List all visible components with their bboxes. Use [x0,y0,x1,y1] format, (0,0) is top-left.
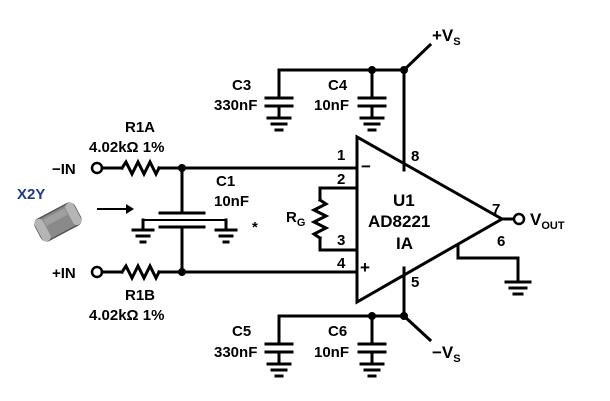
positive-supply-label: +VS [432,26,461,48]
rg-label: RG [286,209,305,229]
inverting-input-sign: − [361,157,371,176]
c1-ref: C1 [216,173,235,190]
pin-1: 1 [337,147,345,164]
pin-5: 5 [411,274,419,291]
r1a-value: 4.02kΩ 1% [89,139,164,156]
reference-pin-ground [456,243,532,296]
x2y-component: X2Y [17,186,134,242]
capacitor-c5: C5 330nF [214,314,294,378]
positive-input-net: +IN R1B 4.02kΩ 1% [52,262,359,324]
capacitor-c6: C6 10nF [314,314,387,378]
capacitor-c3: C3 330nF [214,68,294,132]
c3-ref: C3 [232,77,251,94]
c6-value: 10nF [314,344,349,361]
output-net: VOUT [500,210,565,232]
asterisk-note: * [252,219,258,236]
noninverting-input-sign: + [360,258,370,277]
amplifier-ref: U1 [393,191,415,210]
r1b-value: 4.02kΩ 1% [89,307,164,324]
r1a-ref: R1A [125,119,155,136]
negative-supply-net: −VS [277,266,461,365]
r1b-ref: R1B [125,287,155,304]
pin-2: 2 [337,171,345,188]
neg-input-label: −IN [52,161,76,178]
c4-ref: C4 [328,77,348,94]
pin-8: 8 [411,148,419,165]
capacitor-c4: C4 10nF [314,68,387,132]
pin-4: 4 [337,255,346,272]
pin-3: 3 [337,232,345,249]
c1-value: 10nF [214,193,249,210]
c5-ref: C5 [232,323,251,340]
c3-value: 330nF [214,97,257,114]
capacitor-c1: C1 10nF * [131,166,258,274]
c6-ref: C6 [328,323,347,340]
c4-value: 10nF [314,97,349,114]
pin-6: 6 [497,233,505,250]
resistor-rg: RG [286,186,359,252]
pin-7: 7 [492,201,500,218]
x2y-label: X2Y [17,186,45,203]
c5-value: 330nF [214,344,257,361]
negative-input-net: −IN R1A 4.02kΩ 1% [52,119,359,178]
pos-input-label: +IN [52,265,76,282]
amplifier-type: IA [396,234,413,253]
negative-supply-label: −VS [432,343,461,365]
output-label: VOUT [530,210,565,232]
amplifier-u1: − + U1 AD8221 IA [355,134,506,305]
amplifier-part: AD8221 [368,212,430,231]
positive-supply-net: +VS [277,26,461,172]
